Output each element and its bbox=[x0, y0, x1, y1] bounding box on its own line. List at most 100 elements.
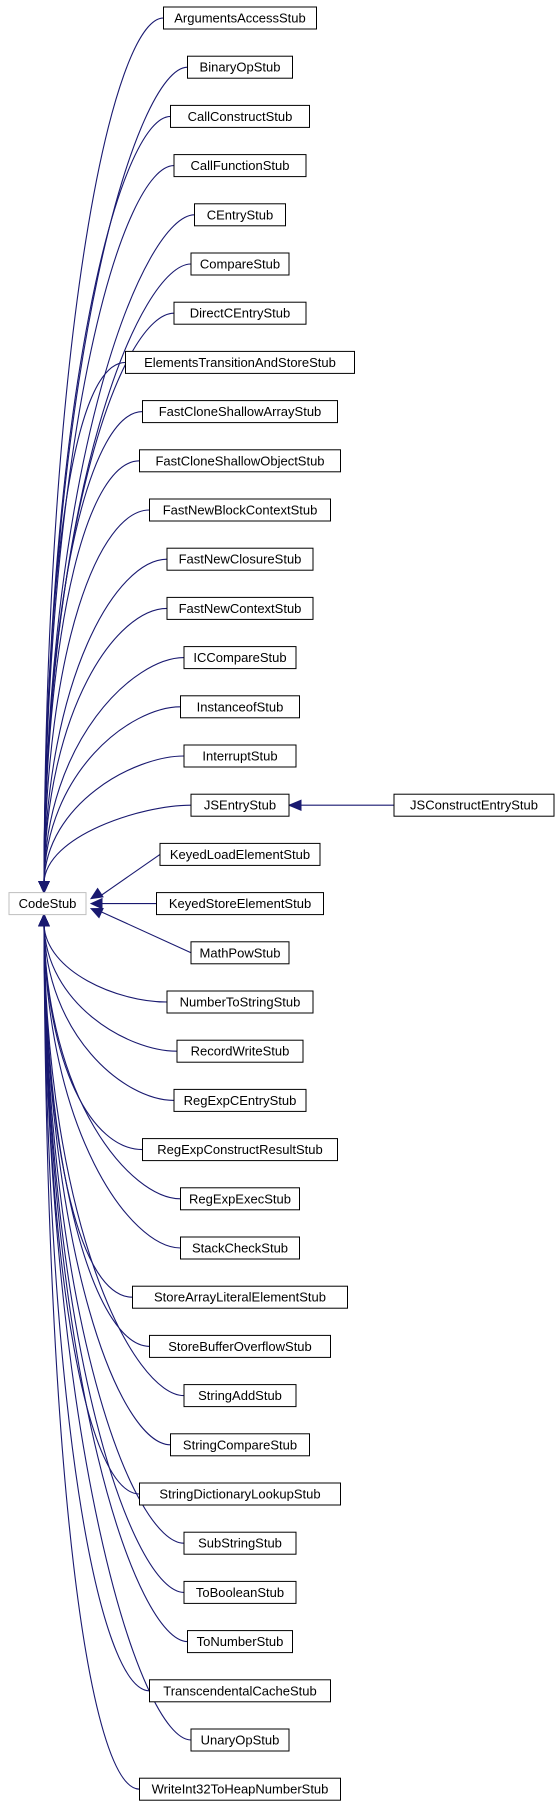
edge-stack-check-stub bbox=[43, 924, 181, 1249]
node-reg-exp-construct-result-stub[interactable]: RegExpConstructResultStub bbox=[142, 1138, 338, 1162]
node-write-int32-to-heap-number-stub[interactable]: WriteInt32ToHeapNumberStub bbox=[139, 1777, 341, 1801]
node-fast-clone-shallow-object-stub-box bbox=[139, 449, 341, 473]
node-ic-compare-stub[interactable]: ICCompareStub bbox=[183, 646, 297, 670]
node-to-boolean-stub[interactable]: ToBooleanStub bbox=[183, 1580, 297, 1604]
nodes-layer: CodeStub ArgumentsAccessStubBinaryOpStubC… bbox=[8, 6, 555, 1801]
node-sub-string-stub[interactable]: SubStringStub bbox=[183, 1531, 297, 1555]
edge-ic-compare-stub bbox=[43, 657, 185, 883]
node-fast-clone-shallow-array-stub-label: FastCloneShallowArrayStub bbox=[159, 404, 322, 419]
node-math-pow-stub[interactable]: MathPowStub bbox=[190, 941, 290, 965]
node-string-compare-stub[interactable]: StringCompareStub bbox=[170, 1433, 310, 1457]
node-reg-exp-exec-stub-box bbox=[180, 1187, 300, 1211]
node-fast-new-closure-stub[interactable]: FastNewClosureStub bbox=[166, 547, 314, 571]
node-elements-transition-and-store-stub[interactable]: ElementsTransitionAndStoreStub bbox=[125, 350, 355, 374]
node-sub-string-stub-label: SubStringStub bbox=[198, 1536, 282, 1551]
node-direct-c-entry-stub-box bbox=[173, 301, 307, 325]
node-keyed-store-element-stub[interactable]: KeyedStoreElementStub bbox=[156, 892, 324, 916]
node-math-pow-stub-label: MathPowStub bbox=[200, 945, 281, 960]
node-call-function-stub[interactable]: CallFunctionStub bbox=[173, 154, 307, 178]
node-direct-c-entry-stub[interactable]: DirectCEntryStub bbox=[173, 301, 307, 325]
node-js-construct-entry-stub-box bbox=[393, 793, 555, 817]
arrowhead-js-entry-stub bbox=[38, 881, 50, 894]
node-string-add-stub-label: StringAddStub bbox=[198, 1388, 282, 1403]
node-call-construct-stub[interactable]: CallConstructStub bbox=[170, 104, 310, 128]
edge-to-boolean-stub bbox=[43, 924, 185, 1593]
edge-fast-clone-shallow-object-stub bbox=[43, 460, 140, 883]
node-interrupt-stub-label: InterruptStub bbox=[202, 749, 277, 764]
node-fast-new-closure-stub-box bbox=[166, 547, 314, 571]
node-string-dictionary-lookup-stub-box bbox=[139, 1482, 341, 1506]
node-number-to-string-stub-label: NumberToStringStub bbox=[180, 995, 301, 1010]
node-store-buffer-overflow-stub[interactable]: StoreBufferOverflowStub bbox=[149, 1334, 331, 1358]
node-string-compare-stub-label: StringCompareStub bbox=[183, 1437, 297, 1452]
node-binary-op-stub[interactable]: BinaryOpStub bbox=[187, 55, 293, 79]
node-compare-stub-label: CompareStub bbox=[200, 257, 280, 272]
node-elements-transition-and-store-stub-label: ElementsTransitionAndStoreStub bbox=[144, 355, 336, 370]
node-compare-stub-box bbox=[190, 252, 290, 276]
edge-fast-new-closure-stub bbox=[43, 558, 168, 883]
node-call-construct-stub-box bbox=[170, 104, 310, 128]
arrowhead-js-construct-entry-stub bbox=[287, 799, 302, 811]
node-c-entry-stub[interactable]: CEntryStub bbox=[194, 203, 286, 227]
node-ic-compare-stub-label: ICCompareStub bbox=[193, 650, 286, 665]
node-transcendental-cache-stub[interactable]: TranscendentalCacheStub bbox=[149, 1679, 331, 1703]
node-keyed-load-element-stub[interactable]: KeyedLoadElementStub bbox=[159, 842, 321, 866]
node-fast-clone-shallow-object-stub[interactable]: FastCloneShallowObjectStub bbox=[139, 449, 341, 473]
node-sub-string-stub-box bbox=[183, 1531, 297, 1555]
node-record-write-stub-box bbox=[176, 1039, 304, 1063]
node-stack-check-stub[interactable]: StackCheckStub bbox=[180, 1236, 300, 1260]
node-write-int32-to-heap-number-stub-box bbox=[139, 1777, 341, 1801]
edges-layer bbox=[38, 17, 394, 1790]
node-unary-op-stub-label: UnaryOpStub bbox=[201, 1733, 280, 1748]
edge-fast-new-context-stub bbox=[43, 607, 168, 883]
node-to-boolean-stub-box bbox=[183, 1580, 297, 1604]
node-number-to-string-stub[interactable]: NumberToStringStub bbox=[166, 990, 314, 1014]
edge-js-entry-stub bbox=[43, 804, 192, 883]
node-reg-exp-c-entry-stub-label: RegExpCEntryStub bbox=[184, 1093, 297, 1108]
arrowhead-keyed-load-element-stub bbox=[89, 887, 104, 900]
node-js-entry-stub[interactable]: JSEntryStub bbox=[190, 793, 290, 817]
node-arguments-access-stub[interactable]: ArgumentsAccessStub bbox=[163, 6, 317, 30]
edge-string-add-stub bbox=[43, 924, 185, 1397]
node-string-dictionary-lookup-stub[interactable]: StringDictionaryLookupStub bbox=[139, 1482, 341, 1506]
node-js-construct-entry-stub-label: JSConstructEntryStub bbox=[410, 798, 538, 813]
node-reg-exp-c-entry-stub[interactable]: RegExpCEntryStub bbox=[173, 1088, 307, 1112]
node-record-write-stub[interactable]: RecordWriteStub bbox=[176, 1039, 304, 1063]
edge-number-to-string-stub bbox=[43, 924, 168, 1003]
node-fast-clone-shallow-object-stub-label: FastCloneShallowObjectStub bbox=[155, 453, 324, 468]
node-instanceof-stub-box bbox=[180, 695, 300, 719]
node-keyed-load-element-stub-box bbox=[159, 842, 321, 866]
node-fast-new-context-stub-label: FastNewContextStub bbox=[179, 601, 302, 616]
edge-elements-transition-and-store-stub bbox=[43, 361, 126, 883]
node-compare-stub[interactable]: CompareStub bbox=[190, 252, 290, 276]
node-fast-clone-shallow-array-stub[interactable]: FastCloneShallowArrayStub bbox=[142, 400, 338, 424]
node-store-buffer-overflow-stub-label: StoreBufferOverflowStub bbox=[168, 1339, 312, 1354]
edge-keyed-load-element-stub bbox=[100, 853, 161, 896]
node-reg-exp-exec-stub[interactable]: RegExpExecStub bbox=[180, 1187, 300, 1211]
edge-fast-new-block-context-stub bbox=[43, 509, 150, 883]
node-to-boolean-stub-label: ToBooleanStub bbox=[196, 1585, 284, 1600]
node-js-construct-entry-stub[interactable]: JSConstructEntryStub bbox=[393, 793, 555, 817]
node-fast-new-context-stub[interactable]: FastNewContextStub bbox=[166, 596, 314, 620]
node-string-add-stub[interactable]: StringAddStub bbox=[183, 1384, 297, 1408]
node-to-number-stub[interactable]: ToNumberStub bbox=[187, 1630, 293, 1654]
edge-sub-string-stub bbox=[43, 924, 185, 1544]
node-store-array-literal-element-stub-label: StoreArrayLiteralElementStub bbox=[154, 1290, 326, 1305]
edge-unary-op-stub bbox=[43, 924, 192, 1741]
node-call-function-stub-box bbox=[173, 154, 307, 178]
node-fast-new-block-context-stub[interactable]: FastNewBlockContextStub bbox=[149, 498, 331, 522]
node-interrupt-stub[interactable]: InterruptStub bbox=[183, 744, 297, 768]
node-arguments-access-stub-label: ArgumentsAccessStub bbox=[174, 11, 306, 26]
node-to-number-stub-label: ToNumberStub bbox=[197, 1634, 284, 1649]
node-instanceof-stub[interactable]: InstanceofStub bbox=[180, 695, 300, 719]
node-transcendental-cache-stub-box bbox=[149, 1679, 331, 1703]
node-binary-op-stub-box bbox=[187, 55, 293, 79]
node-transcendental-cache-stub-label: TranscendentalCacheStub bbox=[163, 1683, 316, 1698]
node-codestub-box bbox=[8, 892, 87, 916]
node-c-entry-stub-label: CEntryStub bbox=[207, 207, 273, 222]
node-unary-op-stub[interactable]: UnaryOpStub bbox=[190, 1728, 290, 1752]
node-codestub[interactable]: CodeStub bbox=[8, 892, 87, 916]
node-interrupt-stub-box bbox=[183, 744, 297, 768]
node-string-add-stub-box bbox=[183, 1384, 297, 1408]
node-store-array-literal-element-stub[interactable]: StoreArrayLiteralElementStub bbox=[132, 1285, 348, 1309]
